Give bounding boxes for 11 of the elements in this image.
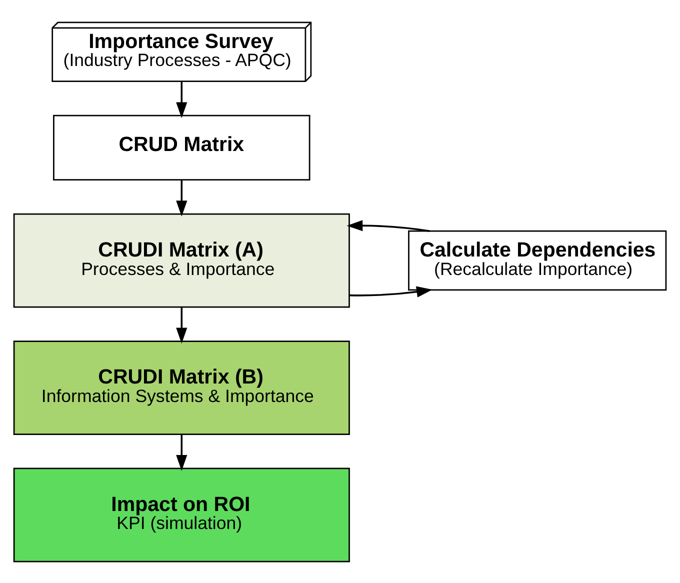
node-box: CRUDI Matrix (A) Processes & Importance (13, 212, 350, 308)
node-box: CRUDI Matrix (B) Information Systems & Importance (13, 340, 350, 434)
node-box: Impact on ROI KPI (simulation) (13, 467, 350, 562)
arrow (346, 220, 430, 232)
node-box: Calculate Dependencies (Recalculate Importance) (408, 230, 667, 290)
arrow (176, 180, 188, 216)
arrow (176, 434, 188, 470)
arrow (349, 286, 432, 297)
arrow (176, 81, 188, 118)
arrow (176, 306, 188, 344)
node-box: CRUD Matrix (53, 114, 310, 180)
